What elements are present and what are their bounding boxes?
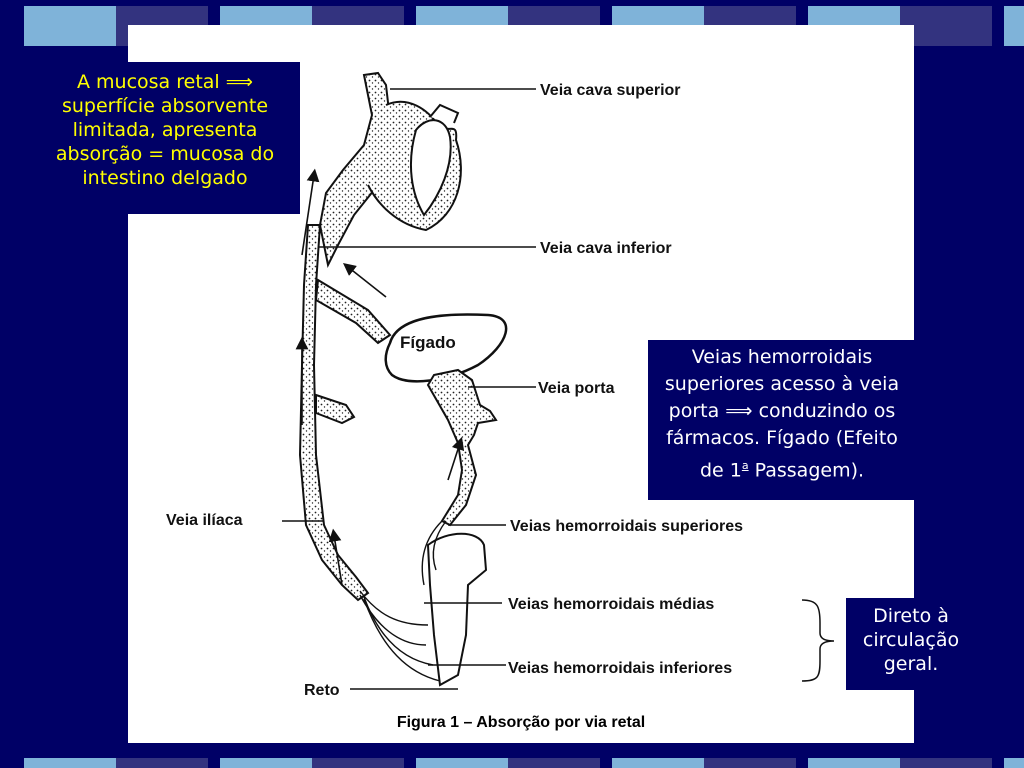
callout-veias-hemorroidais: Veias hemorroidais superiores acesso à v…	[648, 340, 916, 500]
band-tile	[312, 758, 404, 768]
callout-superscript: a	[741, 459, 749, 472]
hepatic-vein-branch	[314, 278, 392, 345]
heart-and-vena-cava	[318, 71, 462, 269]
callout-direto-circulacao: Direto à circulação geral.	[846, 598, 976, 690]
portal-vein	[426, 368, 498, 527]
band-tile	[24, 758, 116, 768]
label-veia-cava-inferior: Veia cava inferior	[540, 240, 672, 257]
band-tile	[704, 758, 796, 768]
brace	[801, 599, 835, 682]
label-veias-hemorroidais-superiores: Veias hemorroidais superiores	[510, 518, 743, 535]
band-tile	[900, 758, 992, 768]
label-veia-iliaca: Veia ilíaca	[166, 512, 243, 529]
label-veias-hemorroidais-medias: Veias hemorroidais médias	[508, 596, 714, 613]
label-veia-porta: Veia porta	[538, 380, 615, 397]
hemorrhoidal-veins	[359, 520, 447, 682]
band-tile	[1004, 758, 1024, 768]
figure-caption: Figura 1 – Absorção por via retal	[396, 714, 646, 731]
band-tile	[24, 6, 116, 46]
band-tile	[612, 758, 704, 768]
band-tile	[900, 6, 992, 46]
flow-arrows	[295, 168, 465, 586]
label-figado: Fígado	[400, 333, 456, 352]
band-tile	[808, 758, 900, 768]
label-veias-hemorroidais-inferiores: Veias hemorroidais inferiores	[508, 660, 732, 677]
rectum	[426, 532, 488, 687]
band-tile	[416, 758, 508, 768]
label-reto: Reto	[304, 682, 340, 699]
liver-shape	[384, 313, 508, 383]
leader-lines	[282, 88, 536, 690]
callout-mucosa-retal: A mucosa retal ⟹ superfície absorvente l…	[30, 62, 300, 214]
callout-hemorroidais-end: Passagem).	[748, 459, 865, 482]
label-veia-cava-superior: Veia cava superior	[540, 82, 681, 99]
band-tile	[1004, 6, 1024, 46]
callout-hemorroidais-text: Veias hemorroidais superiores acesso à v…	[664, 346, 900, 482]
band-tile	[508, 758, 600, 768]
venous-drainage-diagram: Fígado Veia cava superior Veia cava infe…	[166, 71, 835, 699]
bottom-decorative-band	[24, 758, 1024, 768]
band-tile	[116, 758, 208, 768]
band-tile	[220, 758, 312, 768]
renal-vein-stub	[315, 393, 356, 425]
